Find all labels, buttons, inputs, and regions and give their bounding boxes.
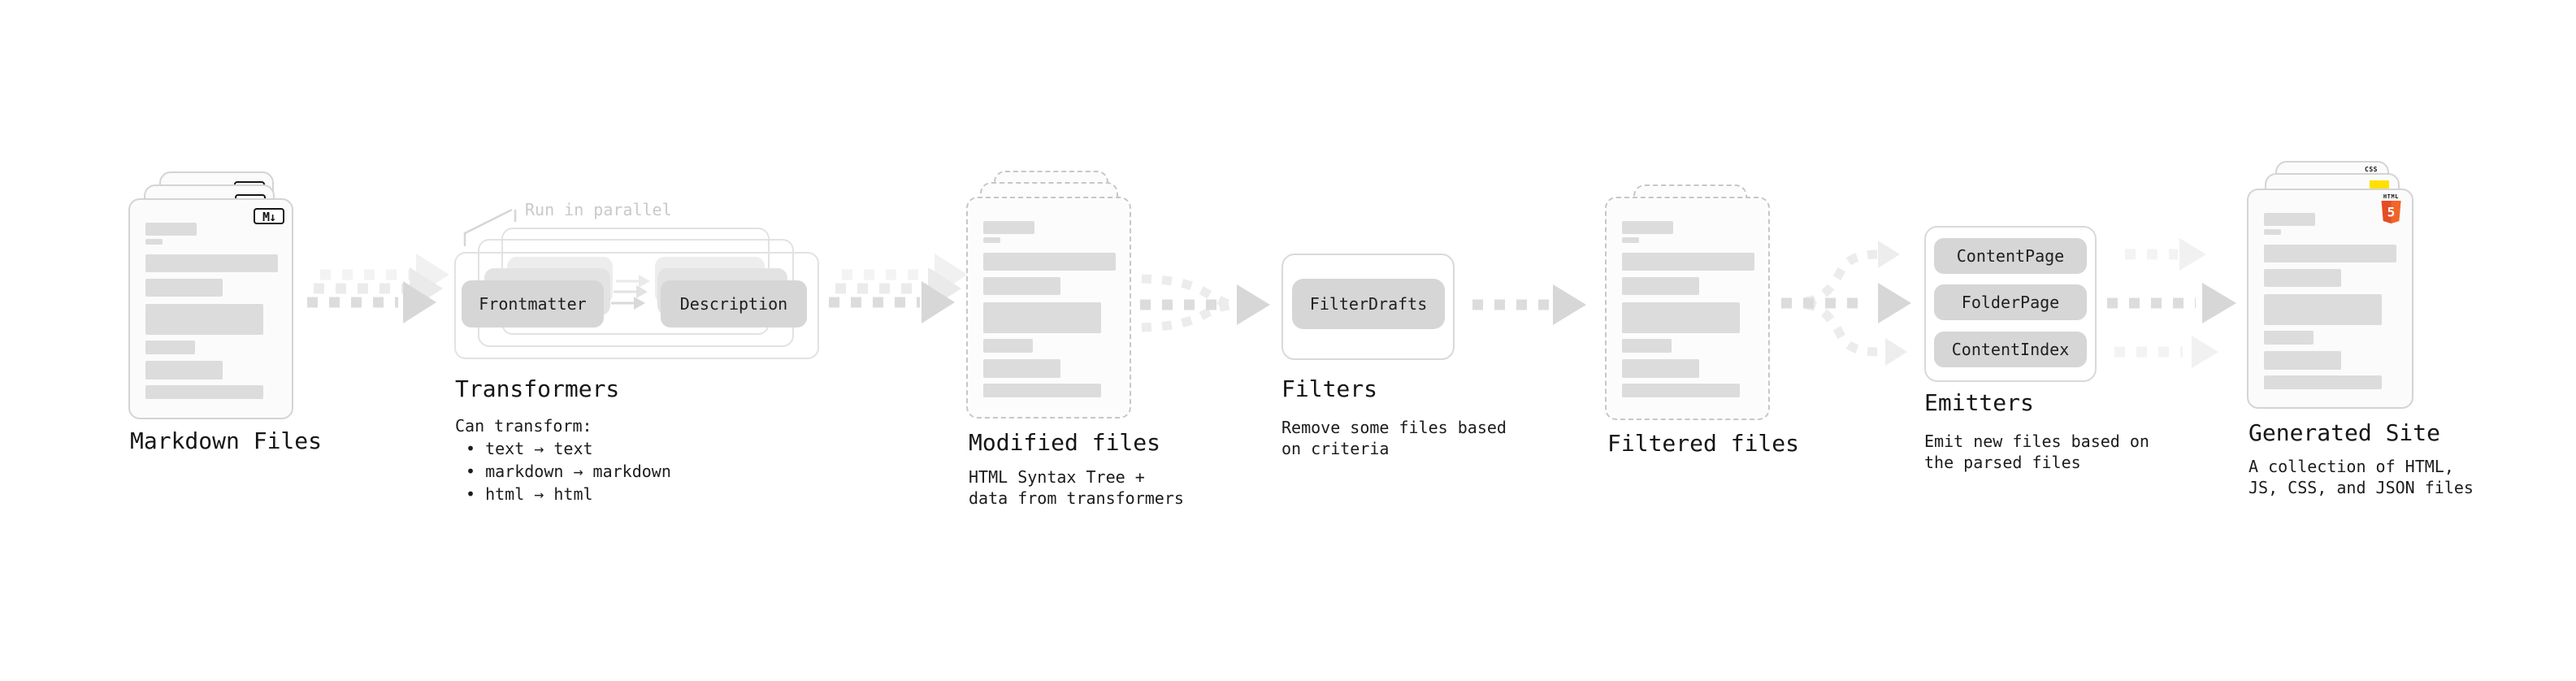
generated-desc-line: JS, CSS, and JSON files bbox=[2249, 478, 2474, 497]
doc-text-bar bbox=[1622, 339, 1672, 353]
modified-desc-line: data from transformers bbox=[969, 488, 1184, 508]
doc-text-bar bbox=[1622, 221, 1673, 234]
html5-icon: HTML 5 bbox=[2380, 193, 2402, 228]
svg-text:5: 5 bbox=[2387, 205, 2396, 220]
description-box: Description bbox=[661, 280, 807, 327]
modified-files-label: Modified files bbox=[969, 429, 1161, 456]
doc-text-bar bbox=[145, 279, 223, 297]
doc-content-bars bbox=[2249, 190, 2412, 389]
modified-desc-line: HTML Syntax Tree + bbox=[969, 467, 1145, 487]
emitters-description: Emit new files based on the parsed files bbox=[1924, 431, 2149, 473]
transformers-bullet: • html → html bbox=[466, 484, 593, 504]
arrow-transformers-to-modified bbox=[829, 254, 968, 323]
doc-text-bar bbox=[145, 223, 197, 236]
transformer-container-front bbox=[454, 252, 819, 359]
doc-text-bar bbox=[983, 339, 1033, 353]
doc-text-bar bbox=[2264, 213, 2315, 226]
generated-site-label: Generated Site bbox=[2249, 419, 2441, 446]
emitters-label: Emitters bbox=[1924, 389, 2034, 416]
doc-text-bar bbox=[145, 340, 195, 354]
filters-desc-line: on criteria bbox=[1281, 439, 1390, 458]
modified-files-description: HTML Syntax Tree + data from transformer… bbox=[969, 466, 1184, 509]
doc-text-bar bbox=[1622, 277, 1699, 295]
generated-site-description: A collection of HTML, JS, CSS, and JSON … bbox=[2249, 456, 2474, 498]
transformers-description: Can transform: • text → text • markdown … bbox=[455, 414, 671, 505]
arrow-emitters-to-generated bbox=[2107, 238, 2236, 368]
markdown-file-card-front: M↓ bbox=[128, 198, 293, 419]
modified-file-card-front bbox=[966, 197, 1131, 419]
arrow-markdown-to-transformers bbox=[307, 254, 449, 323]
doc-text-bar bbox=[2264, 294, 2382, 325]
doc-text-bar bbox=[983, 237, 1000, 243]
transformers-desc-title: Can transform: bbox=[455, 416, 592, 436]
markdown-icon: M↓ bbox=[254, 208, 284, 224]
javascript-icon bbox=[2370, 180, 2389, 189]
doc-content-bars bbox=[130, 200, 292, 399]
generated-desc-line: A collection of HTML, bbox=[2249, 457, 2454, 476]
transformers-bullet: • markdown → markdown bbox=[466, 462, 671, 481]
folderpage-box: FolderPage bbox=[1934, 284, 2087, 320]
run-in-parallel-note: Run in parallel bbox=[525, 200, 672, 219]
doc-text-bar bbox=[1622, 237, 1639, 243]
doc-text-bar bbox=[983, 384, 1101, 397]
doc-text-bar bbox=[1622, 384, 1740, 397]
emitters-desc-line: the parsed files bbox=[1924, 453, 2081, 472]
arrow-filters-to-filtered bbox=[1472, 284, 1586, 325]
doc-text-bar bbox=[983, 277, 1060, 295]
doc-text-bar bbox=[983, 359, 1060, 378]
emitters-desc-line: Emit new files based on bbox=[1924, 432, 2149, 451]
doc-text-bar bbox=[1622, 253, 1754, 271]
doc-content-bars bbox=[1607, 198, 1768, 397]
doc-text-bar bbox=[2264, 375, 2382, 389]
doc-text-bar bbox=[145, 361, 223, 380]
filters-label: Filters bbox=[1281, 375, 1378, 402]
contentpage-box: ContentPage bbox=[1934, 238, 2087, 274]
arrow-modified-to-filters bbox=[1140, 274, 1270, 332]
doc-text-bar bbox=[2264, 245, 2396, 262]
markdown-files-label: Markdown Files bbox=[130, 427, 323, 454]
doc-text-bar bbox=[983, 221, 1034, 234]
filterdrafts-box: FilterDrafts bbox=[1292, 279, 1445, 329]
doc-text-bar bbox=[983, 302, 1101, 333]
filtered-files-label: Filtered files bbox=[1607, 430, 1800, 457]
filtered-file-card-front bbox=[1605, 197, 1770, 420]
html-file-card: HTML 5 bbox=[2247, 189, 2413, 409]
doc-text-bar bbox=[1622, 302, 1740, 333]
doc-text-bar bbox=[145, 239, 163, 245]
doc-text-bar bbox=[983, 253, 1116, 271]
filters-description: Remove some files based on criteria bbox=[1281, 417, 1507, 459]
arrow-filtered-to-emitters bbox=[1781, 241, 1911, 366]
doc-text-bar bbox=[145, 385, 263, 399]
doc-text-bar bbox=[2264, 229, 2281, 235]
doc-text-bar bbox=[145, 304, 263, 335]
transformers-label: Transformers bbox=[455, 375, 620, 402]
filters-desc-line: Remove some files based bbox=[1281, 418, 1507, 437]
transformers-bullet: • text → text bbox=[466, 439, 593, 458]
doc-text-bar bbox=[2264, 269, 2341, 287]
doc-text-bar bbox=[145, 254, 278, 272]
frontmatter-box: Frontmatter bbox=[462, 280, 604, 327]
doc-text-bar bbox=[2264, 331, 2314, 345]
doc-content-bars bbox=[968, 198, 1130, 397]
contentindex-box: ContentIndex bbox=[1934, 332, 2087, 367]
doc-text-bar bbox=[1622, 359, 1699, 378]
doc-text-bar bbox=[2264, 351, 2341, 370]
